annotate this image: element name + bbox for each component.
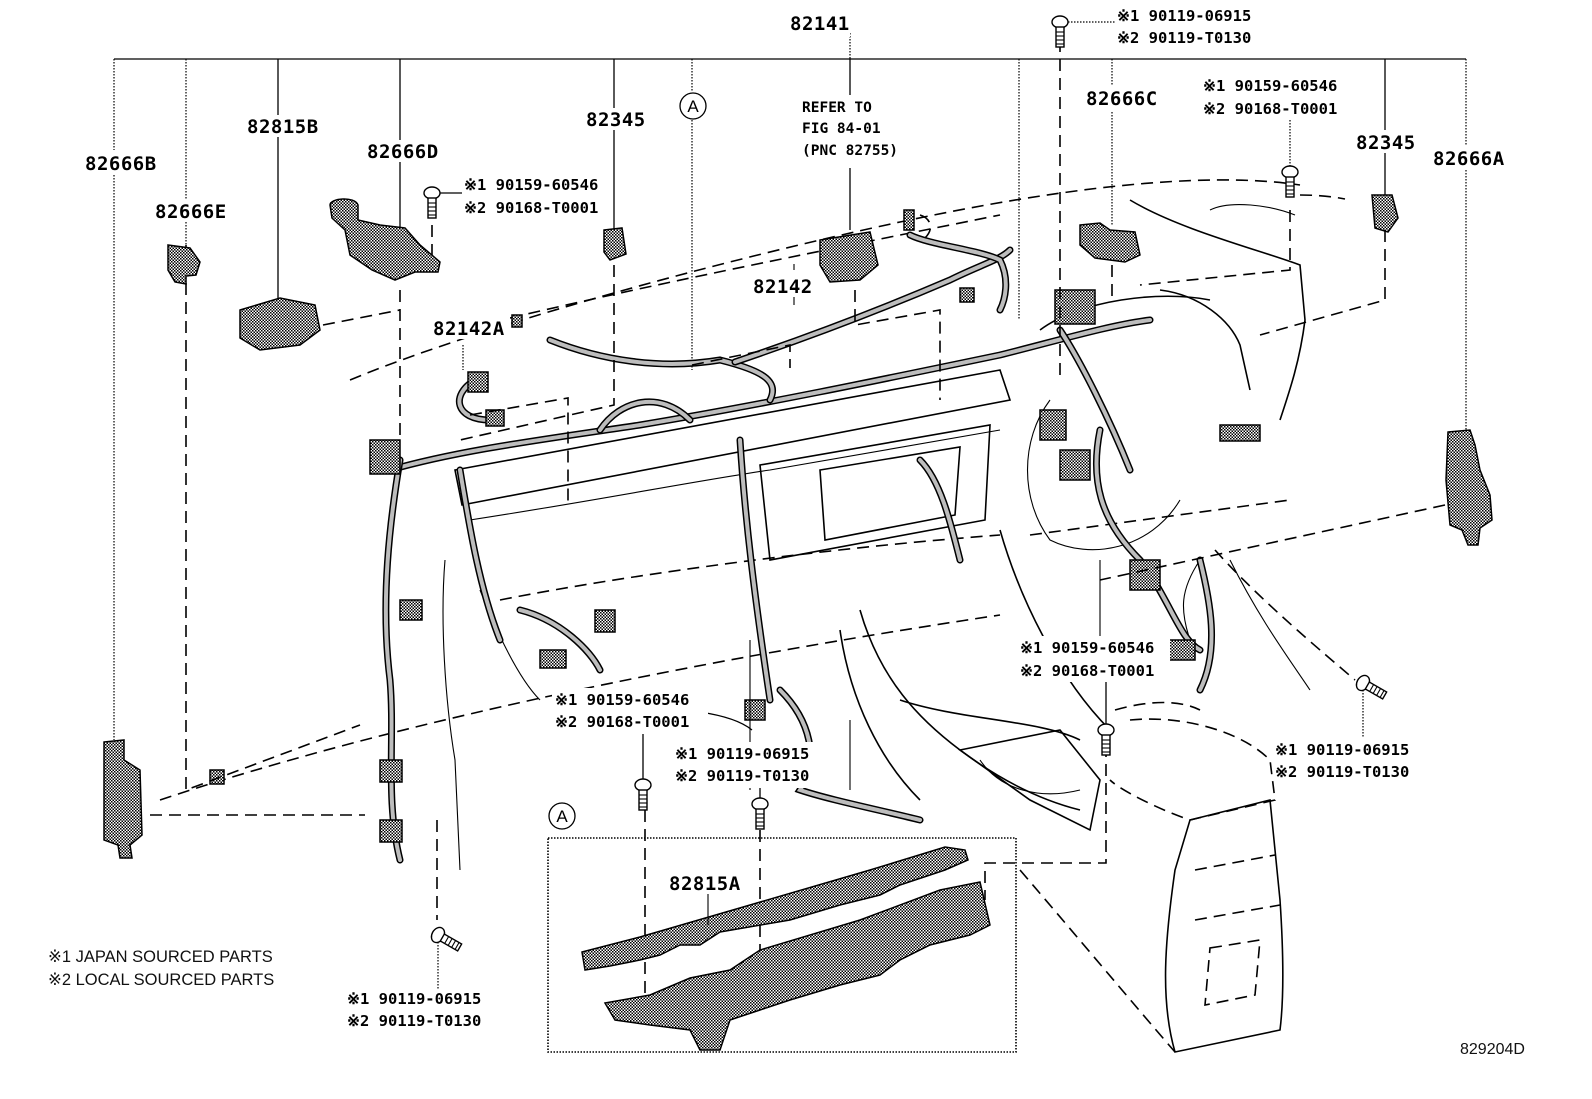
fastener-japan-part: ※1 90159-60546 (1020, 639, 1154, 657)
reference-line-2[interactable]: FIG 84-01 (802, 121, 881, 137)
part-label-82666c[interactable]: 82666C (1086, 88, 1158, 110)
fastener-japan-part: ※1 90119-06915 (1117, 7, 1251, 25)
fastener-leaders (437, 21, 1364, 990)
harness-leader-bracket (113, 33, 1467, 740)
fastener-callout-right-upper[interactable]: ※1 90159-60546 ※2 90168-T0001 (1203, 77, 1337, 118)
view-a-marker-label: A (687, 97, 699, 116)
screw-icon (634, 778, 652, 811)
part-82666a-drawing (1445, 429, 1493, 546)
fastener-callout-left-bottom[interactable]: ※1 90119-06915 ※2 90119-T0130 (347, 990, 481, 1030)
view-a-marker-label: A (556, 807, 568, 826)
legend-japan-sourced: ※1 JAPAN SOURCED PARTS (48, 948, 273, 966)
screw-icon (1051, 15, 1069, 48)
figure-number: 829204D (1460, 1041, 1525, 1058)
fastener-local-part: ※2 90119-T0130 (675, 767, 809, 785)
part-82345-left-drawing (603, 227, 627, 261)
fastener-japan-part: ※1 90119-06915 (347, 990, 481, 1008)
fastener-local-part: ※2 90119-T0130 (1117, 29, 1251, 47)
part-82666b-drawing (103, 739, 143, 859)
fastener-callout-left-upper[interactable]: ※1 90159-60546 ※2 90168-T0001 (464, 176, 598, 217)
fastener-japan-part: ※1 90119-06915 (675, 745, 809, 763)
fastener-local-part: ※2 90168-T0001 (1203, 100, 1337, 118)
fastener-japan-part: ※1 90119-06915 (1275, 741, 1409, 759)
part-label-82815a[interactable]: 82815A (669, 873, 741, 895)
part-82666c-drawing (1079, 222, 1141, 263)
part-label-82815b[interactable]: 82815B (247, 116, 319, 138)
fastener-callout-right-lower[interactable]: ※1 90119-06915 ※2 90119-T0130 (1275, 741, 1409, 781)
fastener-japan-part: ※1 90159-60546 (555, 691, 689, 709)
reference-line-3: (PNC 82755) (802, 143, 898, 159)
assembly-dashed-lines (150, 40, 1446, 1000)
fastener-local-part: ※2 90119-T0130 (1275, 763, 1409, 781)
part-label-82666e[interactable]: 82666E (155, 201, 227, 223)
fastener-local-part: ※2 90168-T0001 (464, 199, 598, 217)
view-a-marker-top: A (679, 92, 707, 120)
reference-note: REFER TO FIG 84-01 (PNC 82755) (798, 95, 928, 163)
fastener-callout-center-lower-a[interactable]: ※1 90159-60546 ※2 90168-T0001 (552, 688, 708, 734)
screw-icon (751, 797, 769, 830)
screw-icon (1281, 165, 1299, 198)
sub-harness-82142a (455, 314, 523, 427)
part-label-82141[interactable]: 82141 (790, 13, 850, 35)
part-label-82142a[interactable]: 82142A (433, 318, 505, 340)
part-label-82345-left[interactable]: 82345 (586, 109, 646, 131)
main-wire-harness (209, 287, 1261, 864)
reference-line-1: REFER TO (802, 100, 872, 116)
fastener-local-part: ※2 90168-T0001 (1020, 662, 1154, 680)
fastener-callout-top-center[interactable]: ※1 90119-06915 ※2 90119-T0130 (1117, 7, 1251, 47)
legend-local-sourced: ※2 LOCAL SOURCED PARTS (48, 971, 274, 989)
screw-icon (428, 924, 465, 956)
part-label-82666b[interactable]: 82666B (85, 153, 157, 175)
sub-harness-82142 (546, 209, 1014, 404)
center-console-outline (1019, 718, 1284, 1053)
part-82345-right-drawing (1371, 194, 1399, 233)
detail-view-a (547, 837, 1017, 1053)
part-82755-drawing (819, 231, 879, 283)
view-a-marker-detail: A (548, 802, 576, 830)
part-82666e-drawing (167, 244, 201, 285)
fastener-japan-part: ※1 90159-60546 (1203, 77, 1337, 95)
part-label-82666a[interactable]: 82666A (1433, 148, 1505, 170)
fastener-callout-center-lower-b[interactable]: ※1 90119-06915 ※2 90119-T0130 (672, 742, 828, 788)
fastener-japan-part: ※1 90159-60546 (464, 176, 598, 194)
part-label-82345-right[interactable]: 82345 (1356, 132, 1416, 154)
screw-icon (423, 186, 441, 219)
part-label-82666d[interactable]: 82666D (367, 141, 439, 163)
part-82666d-drawing (329, 198, 441, 281)
part-label-82142[interactable]: 82142 (753, 276, 813, 298)
fastener-local-part: ※2 90119-T0130 (347, 1012, 481, 1030)
sourcing-legend: ※1 JAPAN SOURCED PARTS ※2 LOCAL SOURCED … (48, 948, 274, 989)
screw-icon (1353, 672, 1390, 704)
part-82815b-drawing (239, 297, 321, 351)
fastener-local-part: ※2 90168-T0001 (555, 713, 689, 731)
fastener-callout-right-middle[interactable]: ※1 90159-60546 ※2 90168-T0001 (1018, 636, 1170, 682)
screw-icon (1097, 723, 1115, 756)
